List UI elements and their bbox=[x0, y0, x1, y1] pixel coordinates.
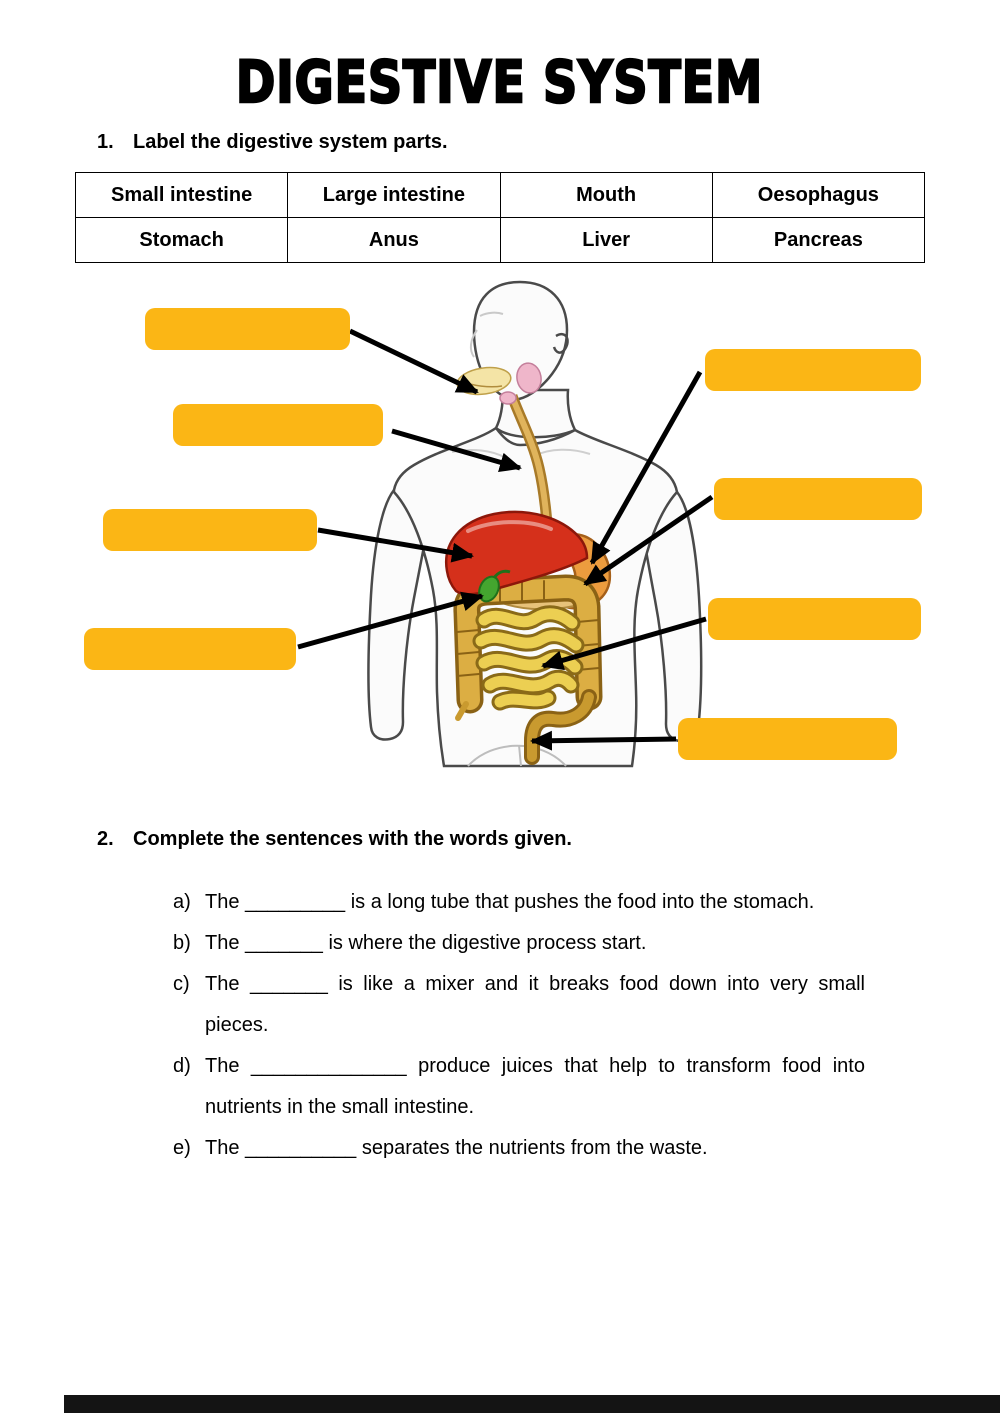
pointer-arrow-7 bbox=[541, 616, 707, 671]
sentence-e: e) The __________ separates the nutrient… bbox=[173, 1128, 865, 1169]
pointer-arrow-6 bbox=[583, 494, 714, 587]
answer-box-4[interactable] bbox=[84, 628, 296, 670]
word-bank-cell: Large intestine bbox=[287, 172, 501, 218]
sentence-pre: The bbox=[205, 1137, 246, 1159]
answer-box-2[interactable] bbox=[173, 404, 383, 446]
sentence-text: The __________ separates the nutrients f… bbox=[205, 1128, 865, 1169]
answer-box-8[interactable] bbox=[678, 718, 897, 760]
sentence-text: The _______ is where the digestive proce… bbox=[205, 923, 865, 964]
sentence-post: is where the digestive process start. bbox=[322, 932, 647, 954]
sentence-pre: The bbox=[205, 973, 250, 995]
blank-field-a[interactable]: _________ bbox=[245, 891, 346, 913]
pointer-arrow-3 bbox=[317, 527, 474, 563]
blank-field-c[interactable]: _______ bbox=[249, 973, 328, 995]
section-1-heading: 1. Label the digestive system parts. bbox=[97, 131, 448, 154]
blank-field-d[interactable]: ______________ bbox=[250, 1055, 407, 1077]
pointer-arrow-5 bbox=[589, 370, 703, 565]
section-1-text: Label the digestive system parts. bbox=[133, 131, 448, 153]
footer-bar bbox=[64, 1395, 1000, 1413]
answer-box-6[interactable] bbox=[714, 478, 922, 520]
pointer-arrow-4 bbox=[297, 591, 484, 650]
sentences-list: a) The _________ is a long tube that pus… bbox=[173, 882, 865, 1169]
word-bank-cell: Mouth bbox=[499, 172, 713, 218]
page-title-wrap: DIGESTIVE SYSTEM bbox=[0, 47, 1000, 118]
answer-box-5[interactable] bbox=[705, 349, 921, 391]
word-bank-row: Small intestine Large intestine Mouth Oe… bbox=[74, 172, 926, 218]
sentence-letter: d) bbox=[173, 1055, 191, 1077]
section-2-text: Complete the sentences with the words gi… bbox=[133, 828, 572, 850]
sentence-pre: The bbox=[205, 891, 246, 913]
section-2-heading: 2. Complete the sentences with the words… bbox=[97, 828, 572, 851]
word-bank-cell: Anus bbox=[287, 217, 501, 263]
section-1-number: 1. bbox=[97, 131, 114, 153]
pointer-arrows bbox=[297, 328, 714, 751]
pointer-arrow-1 bbox=[348, 328, 479, 395]
blank-field-b[interactable]: _______ bbox=[245, 932, 323, 954]
answer-box-1[interactable] bbox=[145, 308, 350, 350]
sentence-post: is a long tube that pushes the food into… bbox=[345, 891, 815, 913]
sentence-text: The ______________ produce juices that h… bbox=[205, 1046, 865, 1128]
sentence-letter: e) bbox=[173, 1137, 191, 1159]
sentence-b: b) The _______ is where the digestive pr… bbox=[173, 923, 865, 964]
sentence-post: separates the nutrients from the waste. bbox=[356, 1137, 708, 1159]
word-bank-row: Stomach Anus Liver Pancreas bbox=[74, 217, 926, 263]
pointer-arrow-8 bbox=[530, 730, 677, 751]
sentence-pre: The bbox=[205, 932, 246, 954]
answer-box-7[interactable] bbox=[708, 598, 921, 640]
sentence-text: The _______ is like a mixer and it break… bbox=[205, 964, 865, 1046]
pointer-arrow-2 bbox=[391, 428, 522, 473]
section-2-number: 2. bbox=[97, 828, 114, 850]
word-bank-cell: Oesophagus bbox=[711, 172, 926, 218]
word-bank-cell: Small intestine bbox=[74, 172, 289, 218]
sentence-post: is like a mixer and it breaks food down … bbox=[205, 973, 865, 1036]
sentence-text: The _________ is a long tube that pushes… bbox=[205, 882, 865, 923]
word-bank-table: Small intestine Large intestine Mouth Oe… bbox=[74, 172, 926, 263]
sentence-post: produce juices that help to transform fo… bbox=[205, 1055, 865, 1118]
word-bank-cell: Liver bbox=[499, 217, 713, 263]
gallbladder-organ bbox=[478, 569, 511, 603]
sentence-pre: The bbox=[205, 1055, 251, 1077]
liver-organ bbox=[444, 510, 589, 596]
answer-box-3[interactable] bbox=[103, 509, 317, 551]
sentence-letter: c) bbox=[173, 973, 190, 995]
word-bank-cell: Stomach bbox=[74, 217, 289, 263]
blank-field-e[interactable]: __________ bbox=[245, 1137, 357, 1159]
sentence-letter: b) bbox=[173, 932, 191, 954]
sentence-a: a) The _________ is a long tube that pus… bbox=[173, 882, 865, 923]
sentence-c: c) The _______ is like a mixer and it br… bbox=[173, 964, 865, 1046]
page-title: DIGESTIVE SYSTEM bbox=[235, 47, 764, 118]
sentence-letter: a) bbox=[173, 891, 191, 913]
word-bank-cell: Pancreas bbox=[711, 217, 926, 263]
sentence-d: d) The ______________ produce juices tha… bbox=[173, 1046, 865, 1128]
